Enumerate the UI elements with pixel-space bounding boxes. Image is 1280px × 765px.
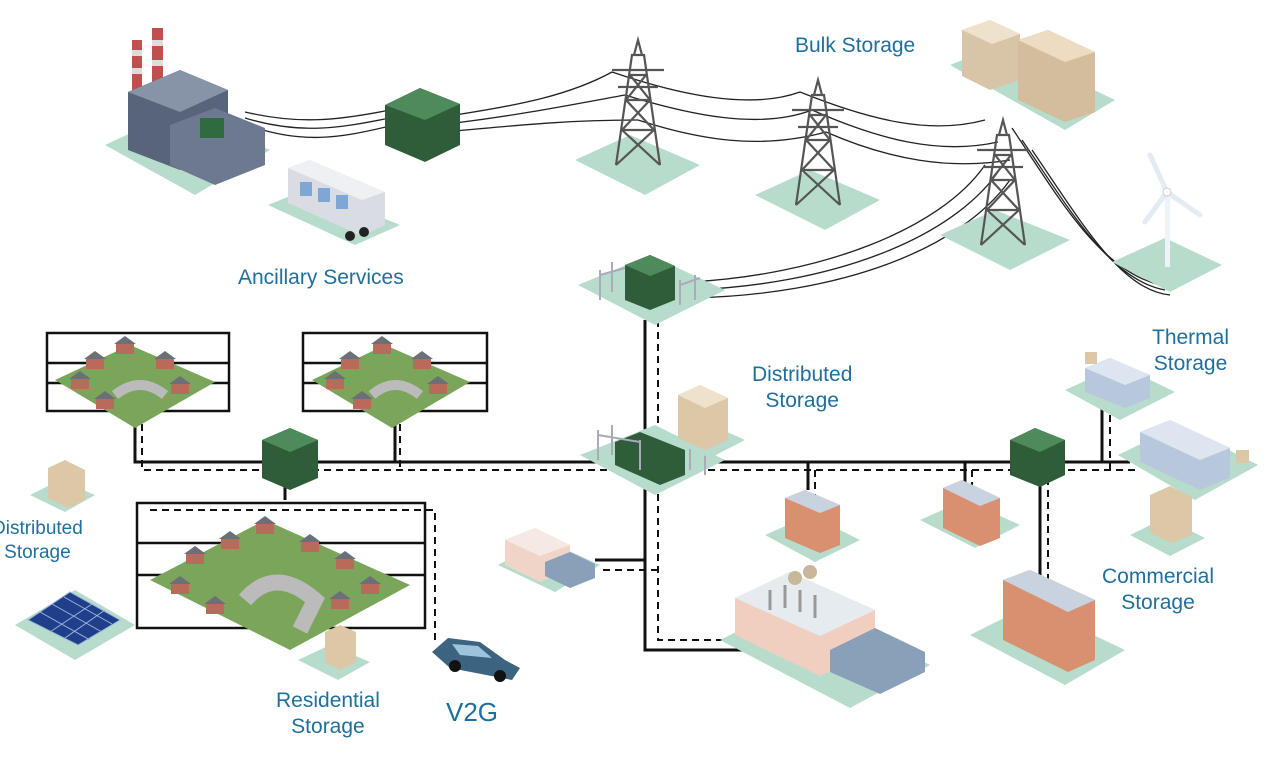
label-line: Commercial bbox=[1102, 565, 1215, 588]
solar-panel-array bbox=[15, 590, 135, 660]
bulk-storage-facility bbox=[950, 20, 1115, 130]
label-line: Distributed bbox=[0, 518, 83, 539]
neighborhood-residential bbox=[135, 501, 427, 650]
label-commercial-storage: Commercial Storage bbox=[1102, 564, 1214, 616]
label-residential-storage: Residential Storage bbox=[276, 688, 380, 740]
label-line: Storage bbox=[1121, 591, 1195, 614]
power-plant bbox=[105, 28, 270, 195]
substation-upper bbox=[578, 255, 725, 325]
apartment-building-1 bbox=[765, 490, 860, 562]
thermal-storage-building bbox=[1065, 352, 1175, 420]
label-v2g: V2G bbox=[446, 697, 499, 727]
neighborhood-top-left bbox=[45, 331, 231, 428]
wind-turbine bbox=[1112, 152, 1222, 292]
neighborhood-top-right bbox=[301, 331, 489, 428]
label-line: Distributed bbox=[752, 363, 853, 386]
transmission-tower-2 bbox=[755, 78, 880, 230]
label-distributed-storage-left: Distributed Storage bbox=[0, 517, 83, 565]
label-thermal-storage: Thermal Storage bbox=[1152, 325, 1229, 377]
distribution-transformer-right bbox=[1010, 428, 1065, 487]
transmission-lines bbox=[244, 71, 1171, 299]
neighborhood-transformer bbox=[262, 428, 318, 490]
label-bulk-storage: Bulk Storage bbox=[795, 34, 916, 57]
label-line: Storage bbox=[291, 715, 365, 738]
transmission-tower-3 bbox=[940, 118, 1070, 270]
label-ancillary-services: Ancillary Services bbox=[238, 266, 404, 289]
apartment-building-2 bbox=[920, 480, 1020, 548]
residential-storage-unit bbox=[298, 625, 370, 680]
label-distributed-storage-center: Distributed Storage bbox=[752, 362, 852, 414]
electric-vehicle bbox=[432, 638, 520, 682]
label-line: Storage bbox=[4, 542, 71, 563]
commercial-storage-unit bbox=[1130, 486, 1205, 556]
office-building-east bbox=[1118, 420, 1258, 500]
transmission-tower-1 bbox=[575, 38, 700, 195]
label-line: Storage bbox=[765, 389, 839, 412]
small-commercial-building bbox=[498, 528, 600, 592]
industrial-facility bbox=[720, 565, 930, 708]
apartment-building-3 bbox=[970, 570, 1125, 685]
distributed-storage-unit-center bbox=[670, 385, 745, 458]
transmission-transformer bbox=[385, 88, 460, 162]
label-line: Residential bbox=[276, 689, 380, 712]
distributed-storage-unit-left bbox=[30, 460, 95, 512]
label-line: Thermal bbox=[1152, 326, 1230, 349]
ancillary-storage-trailer bbox=[268, 160, 400, 245]
label-line: Storage bbox=[1153, 352, 1228, 375]
